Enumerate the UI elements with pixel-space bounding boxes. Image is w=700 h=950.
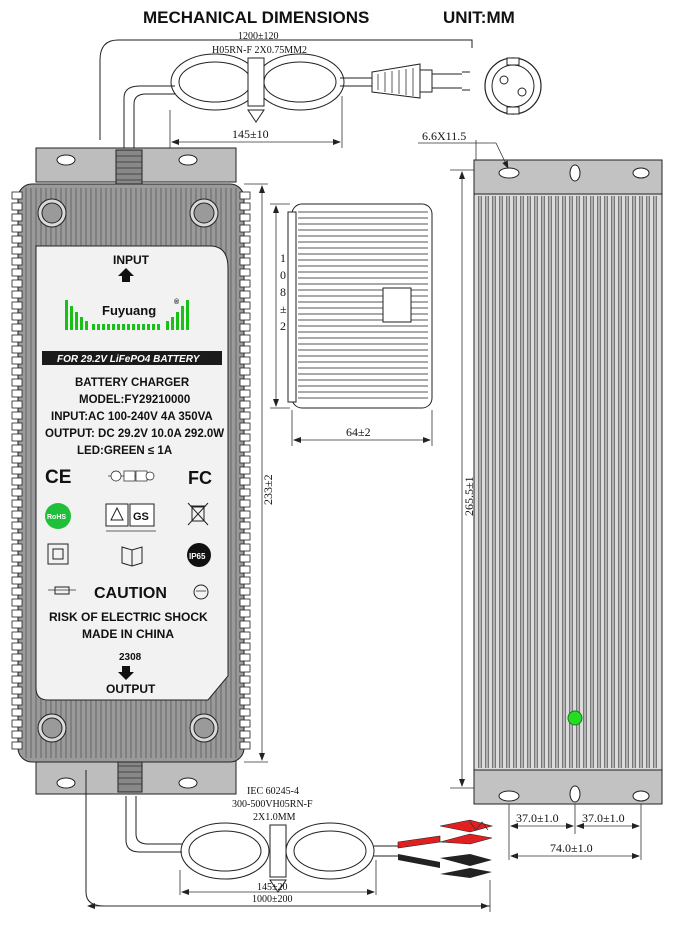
drawing-title: MECHANICAL DIMENSIONS	[143, 8, 369, 27]
label-output: OUTPUT	[106, 682, 156, 696]
label-title: BATTERY CHARGER	[75, 377, 190, 389]
output-cable-size: 2X1.0MM	[253, 812, 296, 823]
label-input-spec: INPUT:AC 100-240V 4A 350VA	[51, 411, 213, 423]
label-input: INPUT	[113, 253, 150, 267]
body-length-dimension: 233±2	[261, 474, 275, 505]
eac-mark-icon	[108, 470, 155, 482]
output-cable	[85, 770, 494, 907]
output-cable-length: 1000±200	[252, 894, 293, 905]
ip65-text: IP65	[189, 552, 206, 561]
input-coil-dimension: 145±10	[232, 127, 269, 141]
width-dimension: 64±2	[346, 425, 371, 439]
height-dimension-char: ±	[280, 302, 287, 316]
brand-name: Fuyuang	[102, 303, 156, 318]
height-dimension-char: 0	[280, 268, 286, 282]
height-dimension-char: 1	[280, 251, 286, 265]
rohs-text: RoHS	[47, 514, 66, 521]
brand-logo: Fuyuang ®	[65, 298, 189, 330]
output-cable-standard: IEC 60245-4	[247, 786, 299, 797]
input-cable	[99, 39, 473, 150]
charger-top-view	[473, 159, 663, 805]
mount-spacing-left: 37.0±1.0	[516, 811, 559, 825]
label-led: LED:GREEN ≤ 1A	[77, 445, 172, 457]
battery-banner	[42, 351, 222, 365]
charger-side-view	[287, 203, 433, 409]
led-indicator	[567, 710, 583, 726]
hole-dimension: 6.6X11.5	[422, 129, 466, 143]
fuse-icon	[48, 586, 76, 595]
date-code: 2308	[119, 652, 142, 663]
fcc-mark-icon: FC	[188, 468, 212, 488]
height-dimension-char: 8	[280, 285, 286, 299]
weee-bin-icon	[187, 502, 209, 526]
safety-marks-icon	[105, 503, 156, 532]
unit-label: UNIT:MM	[443, 8, 515, 27]
battery-banner-text: FOR 29.2V LiFePO4 BATTERY	[57, 354, 201, 365]
label-output-spec: OUTPUT: DC 29.2V 10.0A 292.0W	[45, 428, 224, 440]
label-model: MODEL:FY29210000	[79, 394, 190, 406]
registered-mark: ®	[174, 298, 180, 306]
total-length-dimension: 265.5±1	[462, 476, 476, 516]
rohs-badge-icon	[45, 503, 71, 529]
caution-title: CAUTION	[94, 585, 167, 602]
plug-face	[484, 57, 542, 115]
mount-spacing-right: 37.0±1.0	[582, 811, 625, 825]
arrow-up-icon	[118, 268, 134, 282]
caution-risk: RISK OF ELECTRIC SHOCK	[49, 610, 208, 624]
made-in-text: MADE IN CHINA	[82, 627, 174, 641]
output-cable-type: 300-500VH05RN-F	[232, 799, 313, 810]
output-coil-dimension: 145±20	[257, 882, 288, 893]
input-cable-type: H05RN-F 2X0.75MM2	[212, 45, 307, 56]
ce-mark-icon: CE	[45, 467, 71, 488]
manual-book-icon	[121, 546, 143, 567]
ip65-badge-icon	[187, 543, 211, 567]
height-dimension: 1 0 8 ±2	[280, 251, 287, 333]
indoor-use-icon	[193, 584, 209, 600]
double-insulation-icon	[47, 543, 69, 565]
arrow-down-icon	[118, 666, 134, 680]
gs-mark-text: GS	[133, 511, 149, 523]
height-dimension-char: 2	[280, 319, 286, 333]
mount-total-dimension: 74.0±1.0	[550, 841, 593, 855]
input-cable-length: 1200±120	[238, 31, 279, 42]
